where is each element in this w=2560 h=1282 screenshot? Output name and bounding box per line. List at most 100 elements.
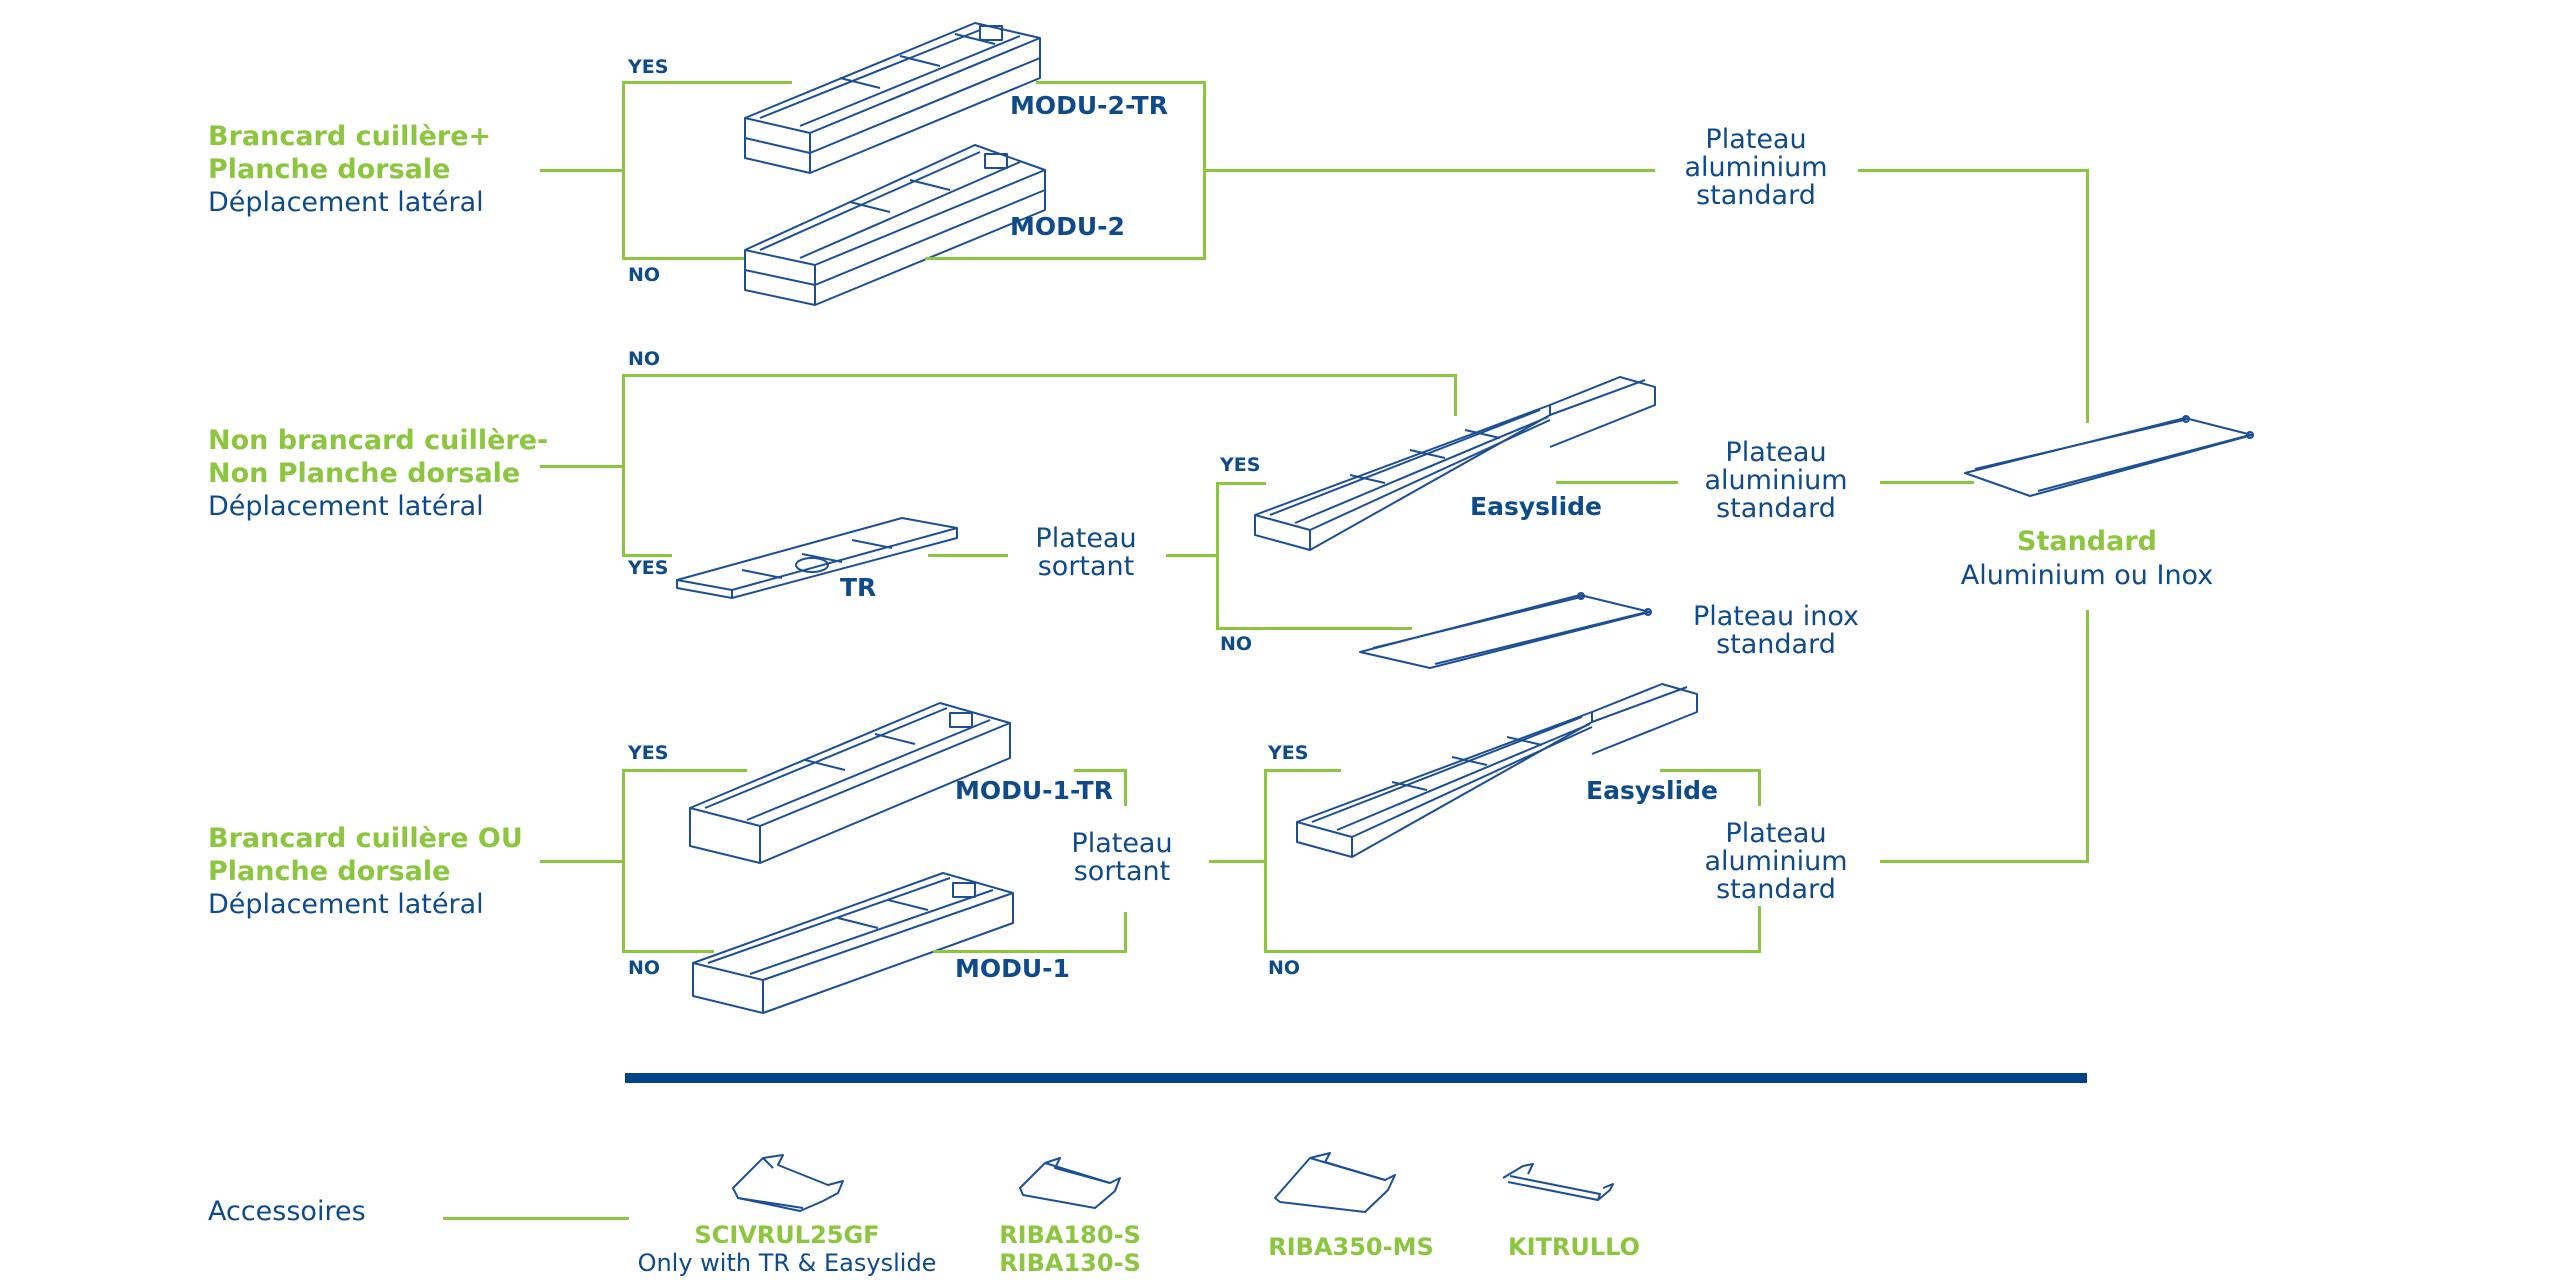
option-line: Plateau (1035, 523, 1137, 554)
option-line: Plateau inox (1692, 601, 1860, 632)
accessory-code: RIBA350-MS (1268, 1233, 1434, 1261)
modu-1-label: MODU-1 (955, 954, 1070, 983)
row3-sortant-yes-line (1264, 769, 1341, 772)
row1-yes-line (622, 81, 792, 84)
row3-connector (540, 860, 624, 863)
option-line: standard (1716, 874, 1836, 905)
easyslide-drawing-row2 (1254, 376, 1656, 551)
scivrul25gf-icon (732, 1154, 844, 1212)
option-line: sortant (1073, 856, 1171, 887)
row1-title-line2: Planche dorsale (208, 154, 451, 185)
row1-to-option-line (1203, 169, 1655, 172)
row3-title-line1: Brancard cuillère OU (208, 823, 523, 854)
option-line: Plateau (1705, 124, 1807, 155)
riba180-s-icon (1019, 1157, 1121, 1209)
row3-condition: Brancard cuillère OU Planche dorsale Dép… (208, 822, 523, 921)
easyslide-label-row2: Easyslide (1470, 492, 1602, 521)
row3-easyslide-bottom-vertical (1758, 906, 1761, 953)
row2-yes-line (622, 554, 672, 557)
option-line: standard (1696, 180, 1816, 211)
row2-sortant-yes-label: YES (1220, 454, 1261, 476)
row3-title-line2: Planche dorsale (208, 856, 451, 887)
row3-sortant-no-line (1264, 950, 1761, 953)
row3-easyslide-top-vertical (1758, 769, 1761, 806)
row1-right-bottom-line (925, 257, 1206, 260)
row3-right-bottom-line (933, 950, 1127, 953)
accessory-code: KITRULLO (1508, 1233, 1640, 1261)
modu-2-tr-label: MODU-2-TR (1010, 91, 1168, 120)
row3-no-label: NO (628, 957, 661, 979)
row2-connector (540, 465, 624, 468)
row1-yes-label: YES (628, 56, 669, 78)
row2-title-line2: Non Planche dorsale (208, 458, 521, 489)
option-line: sortant (1037, 551, 1135, 582)
accessories-label: Accessoires (208, 1196, 366, 1227)
row2-option-sortant: Plateau sortant (1035, 525, 1136, 581)
row2-no-label: NO (628, 348, 661, 370)
row2-sortant-connector (1166, 554, 1218, 557)
result-subtitle: Aluminium ou Inox (1960, 560, 2214, 591)
row2-option-inox: Plateau inox standard (1693, 603, 1859, 659)
accessories-connector (443, 1217, 629, 1220)
option-line: Plateau (1725, 437, 1827, 468)
accessory-kitrullo: KITRULLO (1508, 1233, 1640, 1261)
row3-option-alu: Plateau aluminium standard (1705, 820, 1848, 904)
row2-sortant-no-line (1216, 627, 1412, 630)
option-line: aluminium (1704, 846, 1848, 877)
modu-2-tr-drawing (744, 22, 1041, 174)
row2-option-alu: Plateau aluminium standard (1705, 439, 1848, 523)
tr-to-sortant-line (928, 554, 1008, 557)
section-divider (625, 1073, 2087, 1083)
row1-no-label: NO (628, 264, 661, 286)
row2-no-drop (1454, 374, 1457, 416)
easyslide-drawing-row3 (1296, 683, 1698, 858)
tr-label: TR (840, 573, 877, 602)
easyslide-label-row3: Easyslide (1586, 776, 1718, 805)
accessory-note: Only with TR & Easyslide (637, 1249, 937, 1277)
option-line: aluminium (1704, 465, 1848, 496)
accessory-code: RIBA180-S (999, 1221, 1141, 1249)
row1-subtitle: Déplacement latéral (208, 187, 484, 218)
row3-yes-line (622, 769, 747, 772)
accessory-code: SCIVRUL25GF (694, 1221, 880, 1249)
row2-sortant-bracket (1216, 482, 1219, 630)
row2-sortant-no-label: NO (1220, 633, 1253, 655)
row3-sortant-connector (1209, 860, 1267, 863)
accessory-riba180-s: RIBA180-S RIBA130-S (999, 1221, 1141, 1277)
modu-1-drawing (692, 872, 1014, 1014)
option-line: Plateau (1725, 818, 1827, 849)
modu-2-label: MODU-2 (1010, 212, 1125, 241)
row2-condition: Non brancard cuillère- Non Planche dorsa… (208, 424, 548, 523)
result-block: Standard Aluminium ou Inox (1961, 525, 2213, 593)
result-bottom-vertical (2086, 610, 2089, 863)
kitrullo-icon (1502, 1163, 1614, 1201)
accessory-scivrul25gf: SCIVRUL25GF Only with TR & Easyslide (638, 1221, 937, 1277)
riba350-ms-icon (1274, 1152, 1396, 1213)
row3-right-top-vertical (1124, 769, 1127, 806)
modu-1-tr-drawing (689, 702, 1011, 864)
accessory-riba350-ms: RIBA350-MS (1268, 1233, 1434, 1261)
row1-to-result-line (1858, 169, 2089, 172)
modu-1-tr-label: MODU-1-TR (955, 776, 1113, 805)
easyslide-to-alu-line (1556, 481, 1678, 484)
plateau-inox-drawing (1359, 592, 1652, 669)
row3-option-sortant: Plateau sortant (1071, 830, 1172, 886)
tr-drawing (676, 517, 958, 599)
row3-no-line (622, 950, 714, 953)
option-line: standard (1716, 629, 1836, 660)
row2-bracket (622, 374, 625, 557)
row1-option-alu: Plateau aluminium standard (1685, 126, 1828, 210)
row2-yes-label: YES (628, 557, 669, 579)
modu-2-drawing (744, 144, 1046, 306)
row2-sortant-yes-line (1216, 482, 1266, 485)
row1-right-top-line (1036, 81, 1206, 84)
row3-sortant-no-label: NO (1268, 957, 1301, 979)
alu-to-result-line (1880, 481, 1974, 484)
row3-to-result-line (1880, 860, 2089, 863)
standard-plate-drawing (1964, 415, 2254, 497)
row1-connector (540, 169, 624, 172)
row3-yes-label: YES (628, 742, 669, 764)
row3-right-top-line (1074, 769, 1127, 772)
row3-right-bottom-vertical (1124, 912, 1127, 953)
row3-easyslide-top-line (1660, 769, 1761, 772)
